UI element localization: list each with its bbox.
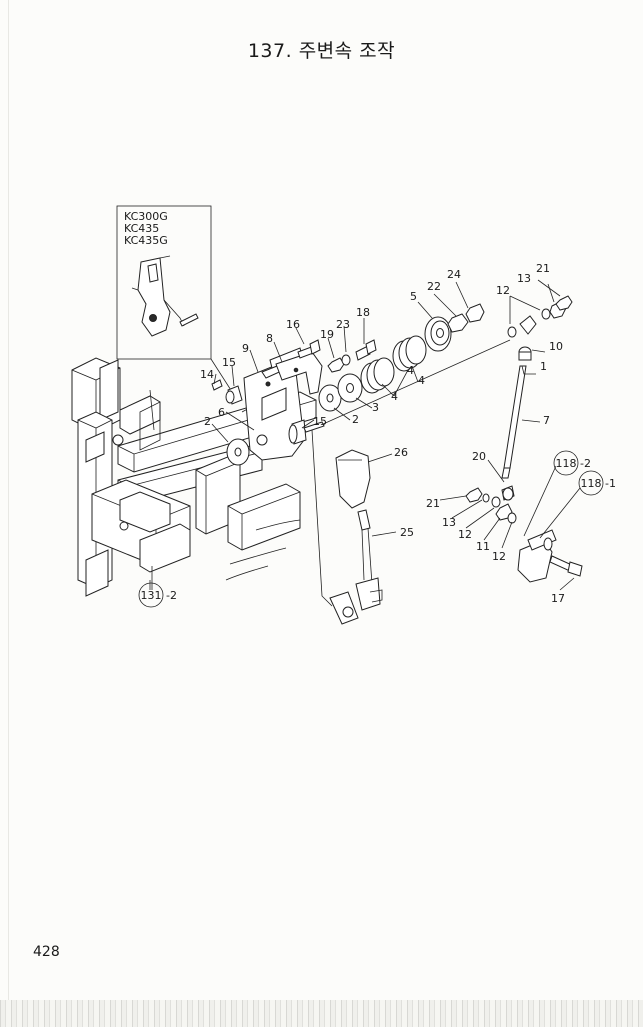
bracket-8 <box>275 351 323 395</box>
callout-9: 9 <box>242 342 249 355</box>
callout-4-b: 4 <box>418 374 425 387</box>
bolt-16 <box>297 339 321 359</box>
hardware-19-23-18 <box>327 339 377 373</box>
callout-18: 18 <box>356 306 370 319</box>
ref-131-2-suffix: -2 <box>166 589 177 602</box>
callout-2-right: 2 <box>352 413 359 426</box>
callout-21-low: 21 <box>426 497 440 510</box>
cross-reference-118-2: 118 -2 <box>553 450 591 476</box>
rod-bottom-hardware <box>465 485 517 524</box>
callout-13-low: 13 <box>442 516 456 529</box>
callout-24: 24 <box>447 268 461 281</box>
rod-7 <box>501 315 537 479</box>
callout-4-a: 4 <box>391 390 398 403</box>
shift-lever-25 <box>311 429 383 625</box>
callout-7: 7 <box>543 414 550 427</box>
callout-1: 1 <box>540 360 547 373</box>
callout-25: 25 <box>400 526 414 539</box>
callout-22: 22 <box>427 280 441 293</box>
washers-2-3 <box>318 373 363 412</box>
callout-23: 23 <box>336 318 350 331</box>
page-title: 137. 주변속 조작 <box>247 40 396 62</box>
callout-13-top: 13 <box>517 272 531 285</box>
callout-15-low: 15 <box>313 415 327 428</box>
callout-19: 19 <box>320 328 334 341</box>
nuts-22-24 <box>447 303 485 333</box>
callout-16: 16 <box>286 318 300 331</box>
callout-4-c: 4 <box>407 364 414 377</box>
callout-11: 11 <box>476 540 490 553</box>
callout-8: 8 <box>266 332 273 345</box>
inset-model-2: KC435 <box>124 222 159 235</box>
clevis-assembly <box>517 529 583 583</box>
callout-17: 17 <box>551 592 565 605</box>
model-inset: KC300G KC435 KC435G <box>116 205 237 399</box>
callout-21-top: 21 <box>536 262 550 275</box>
cross-reference-131-2: 131 -2 <box>138 582 177 608</box>
callout-14: 14 <box>200 368 214 381</box>
inset-model-3: KC435G <box>124 234 168 247</box>
part-number-labels: 1 2 2 3 4 4 4 5 6 7 8 9 10 11 12 12 12 1… <box>200 262 565 605</box>
callout-6: 6 <box>218 406 225 419</box>
exploded-parts-diagram: KC300G KC435 KC435G <box>71 205 616 625</box>
callout-15-top: 15 <box>222 356 236 369</box>
callout-10: 10 <box>549 340 563 353</box>
callout-12-top: 12 <box>496 284 510 297</box>
assembly-axis-line <box>291 339 511 439</box>
springs-4 <box>360 335 427 394</box>
callout-5: 5 <box>410 290 417 303</box>
cross-reference-118-1: 118 -1 <box>578 470 616 496</box>
scan-edge-strip <box>0 1000 643 1027</box>
callout-12-low: 12 <box>492 550 506 563</box>
washer-2-left <box>226 438 250 466</box>
page-number: 428 <box>33 944 60 960</box>
ref-118-2-suffix: -2 <box>580 457 591 470</box>
inset-model-1: KC300G <box>124 210 168 223</box>
callout-12-mid: 12 <box>458 528 472 541</box>
callout-3: 3 <box>372 401 379 414</box>
ref-131-2-number: 131 <box>141 589 162 602</box>
ref-118-2-number: 118 <box>556 457 577 470</box>
callout-leaders <box>149 279 581 591</box>
callout-20: 20 <box>472 450 486 463</box>
rod-top-hardware <box>507 295 573 338</box>
collar-15-lower <box>288 419 325 445</box>
ref-118-1-number: 118 <box>581 477 602 490</box>
disc-5 <box>424 316 452 352</box>
page-fold-line <box>8 0 9 1000</box>
callout-2-left: 2 <box>204 415 211 428</box>
bushing-15 <box>211 379 243 405</box>
callout-26: 26 <box>394 446 408 459</box>
ref-118-1-suffix: -1 <box>605 477 616 490</box>
